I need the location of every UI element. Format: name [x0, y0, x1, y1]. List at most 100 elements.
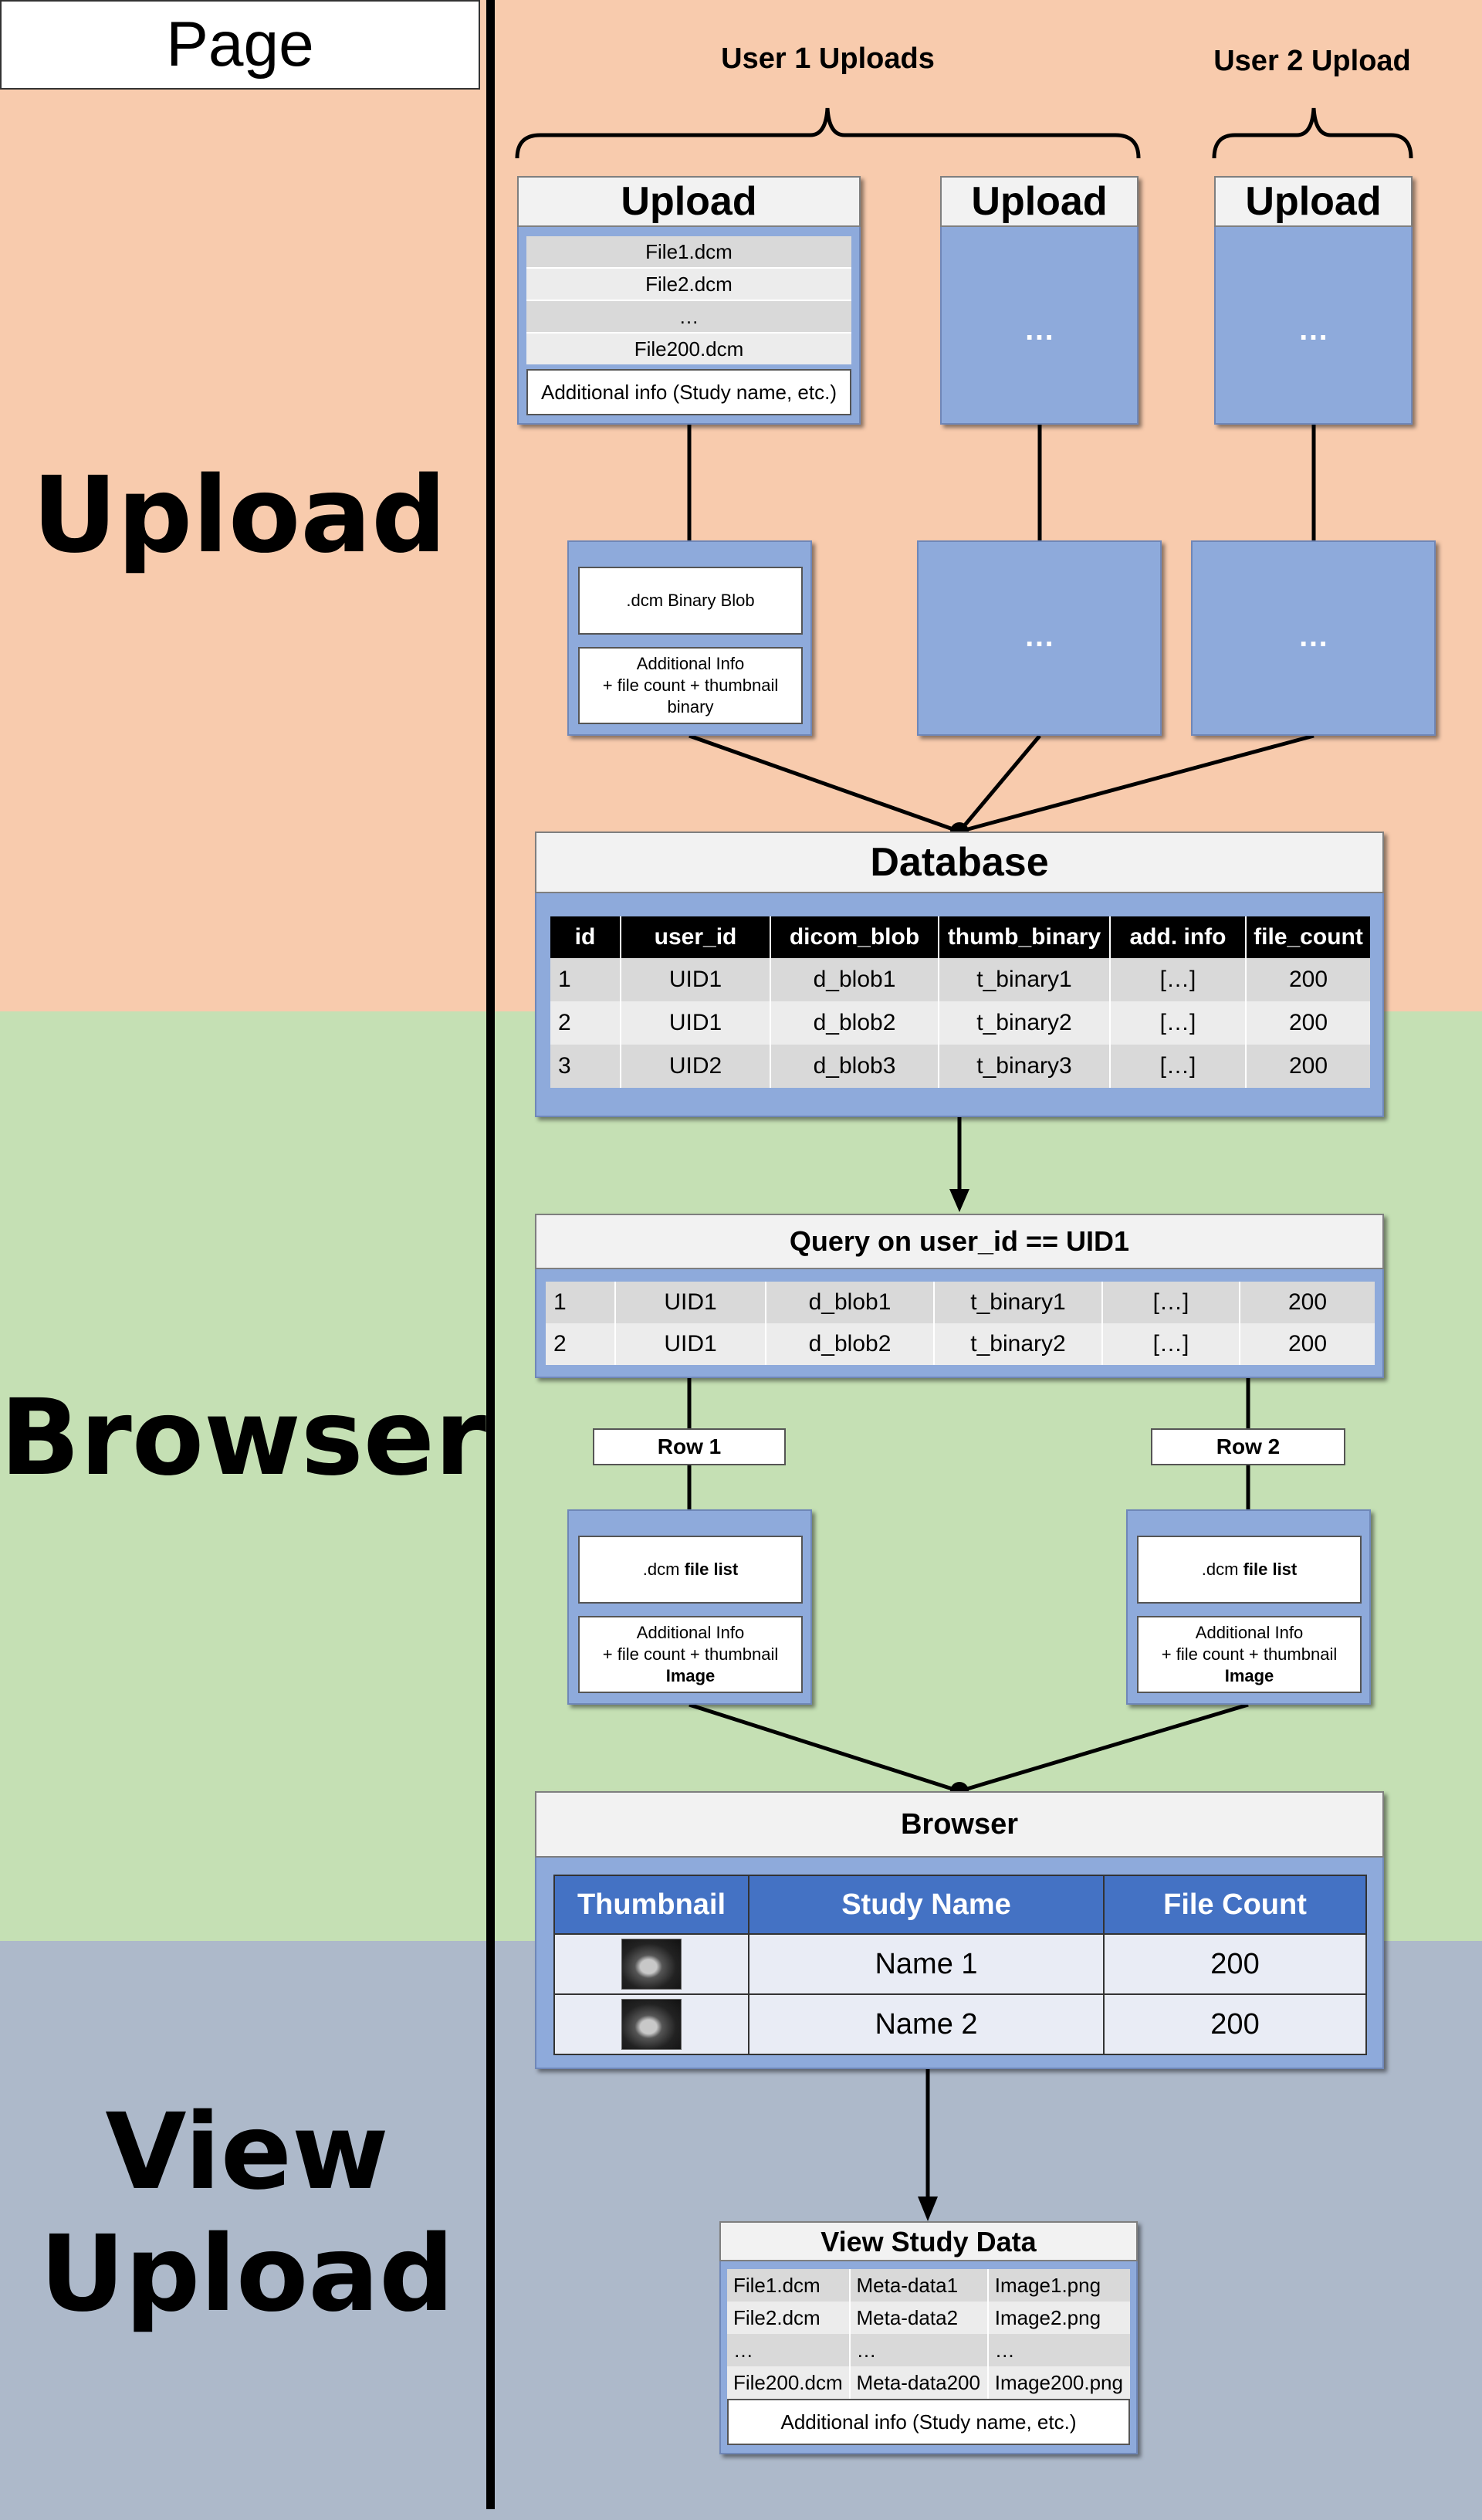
query-row-cell: UID1	[615, 1323, 766, 1365]
section-label-upload: Upload	[32, 455, 447, 577]
info-line: + file count + thumbnail	[602, 1644, 779, 1664]
file-list-prefix: .dcm	[1201, 1560, 1239, 1579]
page-header: Page	[0, 0, 480, 90]
info-line: Additional Info	[636, 1623, 745, 1642]
ellipsis: …	[1024, 313, 1055, 347]
file-list-suffix: file list	[1243, 1560, 1298, 1579]
user2-upload-panel: Upload …	[1214, 176, 1413, 425]
row-1-detail-panel: .dcm file list Additional Info + file co…	[567, 1509, 812, 1705]
database-table: id user_id dicom_blob thumb_binary add. …	[550, 916, 1370, 1088]
row-additional-info: Additional Info + file count + thumbnail…	[1137, 1616, 1362, 1693]
db-row-cell: 3	[550, 1045, 621, 1088]
query-title: Query on user_id == UID1	[535, 1214, 1384, 1269]
db-row-cell: UID1	[621, 1001, 771, 1045]
view-study-row-cell: …	[994, 2338, 1015, 2362]
view-study-row-cell: …	[849, 2334, 989, 2366]
blob-info-line: Additional Info	[636, 654, 745, 673]
upload-panel-title: Upload	[940, 176, 1139, 227]
query-row-cell: t_binary2	[934, 1323, 1103, 1365]
user2-upload-label: User 2 Upload	[1213, 45, 1411, 77]
view-study-row-cell: File2.dcm	[727, 2302, 851, 2334]
row-1-label: Row 1	[593, 1428, 786, 1465]
ct-scan-thumbnail-icon	[621, 1999, 682, 2050]
upload-panel-title: Upload	[517, 176, 861, 227]
upload-file-item: File200.dcm	[526, 334, 851, 364]
db-row-cell: 200	[1288, 967, 1328, 992]
view-additional-info: Additional info (Study name, etc.)	[727, 2399, 1130, 2445]
db-row-cell: t_binary2	[939, 1001, 1111, 1045]
db-row-cell: d_blob2	[770, 1001, 939, 1045]
browser-row[interactable]: Name 2 200	[553, 1993, 1367, 2055]
binary-blob-panel-2: …	[917, 540, 1162, 736]
view-study-row-cell: File1.dcm	[727, 2269, 851, 2302]
upload-file-item: File2.dcm	[526, 269, 851, 301]
ellipsis: …	[1298, 619, 1329, 653]
info-line: Additional Info	[1195, 1623, 1304, 1642]
view-study-row-cell: Meta-data200	[849, 2366, 989, 2399]
browser-row[interactable]: Name 1 200	[553, 1933, 1367, 1995]
blob-additional-info: Additional Info + file count + thumbnail…	[578, 647, 803, 724]
db-row-cell: t_binary1	[939, 958, 1111, 1001]
row-additional-info: Additional Info + file count + thumbnail…	[578, 1616, 803, 1693]
view-study-row-cell: Image1.png	[994, 2273, 1101, 2297]
query-row-cell: 1	[546, 1282, 616, 1323]
query-row-cell: UID1	[615, 1282, 766, 1323]
dcm-file-list: .dcm file list	[1137, 1536, 1362, 1604]
db-row-cell: 200	[1288, 1053, 1328, 1079]
col-study-name: Study Name	[748, 1875, 1105, 1935]
db-row-cell: d_blob1	[770, 958, 939, 1001]
col-file-count: File Count	[1103, 1875, 1367, 1935]
info-bold-line: Image	[1224, 1666, 1274, 1685]
view-study-row-cell: Image2.png	[994, 2305, 1101, 2329]
query-row-cell: 200	[1287, 1289, 1328, 1315]
study-name-cell: Name 2	[748, 1993, 1105, 2055]
blob-info-line: + file count + thumbnail	[602, 676, 779, 695]
thumbnail-cell	[553, 1933, 749, 1995]
db-col-file-count: file_count	[1254, 924, 1363, 950]
db-col-thumb-binary: thumb_binary	[939, 916, 1111, 958]
db-row-cell: […]	[1110, 958, 1247, 1001]
query-row-cell: d_blob2	[766, 1323, 935, 1365]
db-row-cell: 200	[1288, 1010, 1328, 1035]
browser-title: Browser	[535, 1791, 1384, 1858]
database-title: Database	[535, 832, 1384, 893]
user1-upload-panel: Upload File1.dcm File2.dcm … File200.dcm…	[517, 176, 861, 425]
database-panel: Database id user_id dicom_blob thumb_bin…	[535, 832, 1384, 1117]
info-line: + file count + thumbnail	[1161, 1644, 1338, 1664]
ellipsis: …	[1024, 619, 1055, 653]
db-row-cell: t_binary3	[939, 1045, 1111, 1088]
file-list-suffix: file list	[684, 1560, 739, 1579]
upload-additional-info: Additional info (Study name, etc.)	[526, 369, 851, 415]
view-study-row-cell: File200.dcm	[727, 2366, 851, 2399]
query-row-cell: d_blob1	[766, 1282, 935, 1323]
query-row-cell: […]	[1102, 1282, 1240, 1323]
thumbnail-cell	[553, 1993, 749, 2055]
view-study-row-cell: Image200.png	[994, 2370, 1123, 2394]
study-name-cell: Name 1	[748, 1933, 1105, 1995]
info-bold-line: Image	[665, 1666, 716, 1685]
upload-panel-title: Upload	[1214, 176, 1413, 227]
db-col-id: id	[550, 916, 621, 958]
browser-band	[0, 1011, 1482, 1941]
view-study-row-cell: …	[727, 2334, 851, 2366]
section-label-word: Upload	[39, 2213, 455, 2335]
db-row-cell: d_blob3	[770, 1045, 939, 1088]
view-study-title: View Study Data	[719, 2221, 1138, 2261]
ct-scan-thumbnail-icon	[621, 1939, 682, 1990]
dcm-binary-blob: .dcm Binary Blob	[578, 567, 803, 635]
binary-blob-panel-3: …	[1191, 540, 1436, 736]
query-row-cell: […]	[1102, 1323, 1240, 1365]
db-row-cell: 1	[550, 958, 621, 1001]
section-label-word: View	[105, 2092, 389, 2213]
query-row-cell: t_binary1	[934, 1282, 1103, 1323]
col-thumbnail: Thumbnail	[553, 1875, 749, 1935]
